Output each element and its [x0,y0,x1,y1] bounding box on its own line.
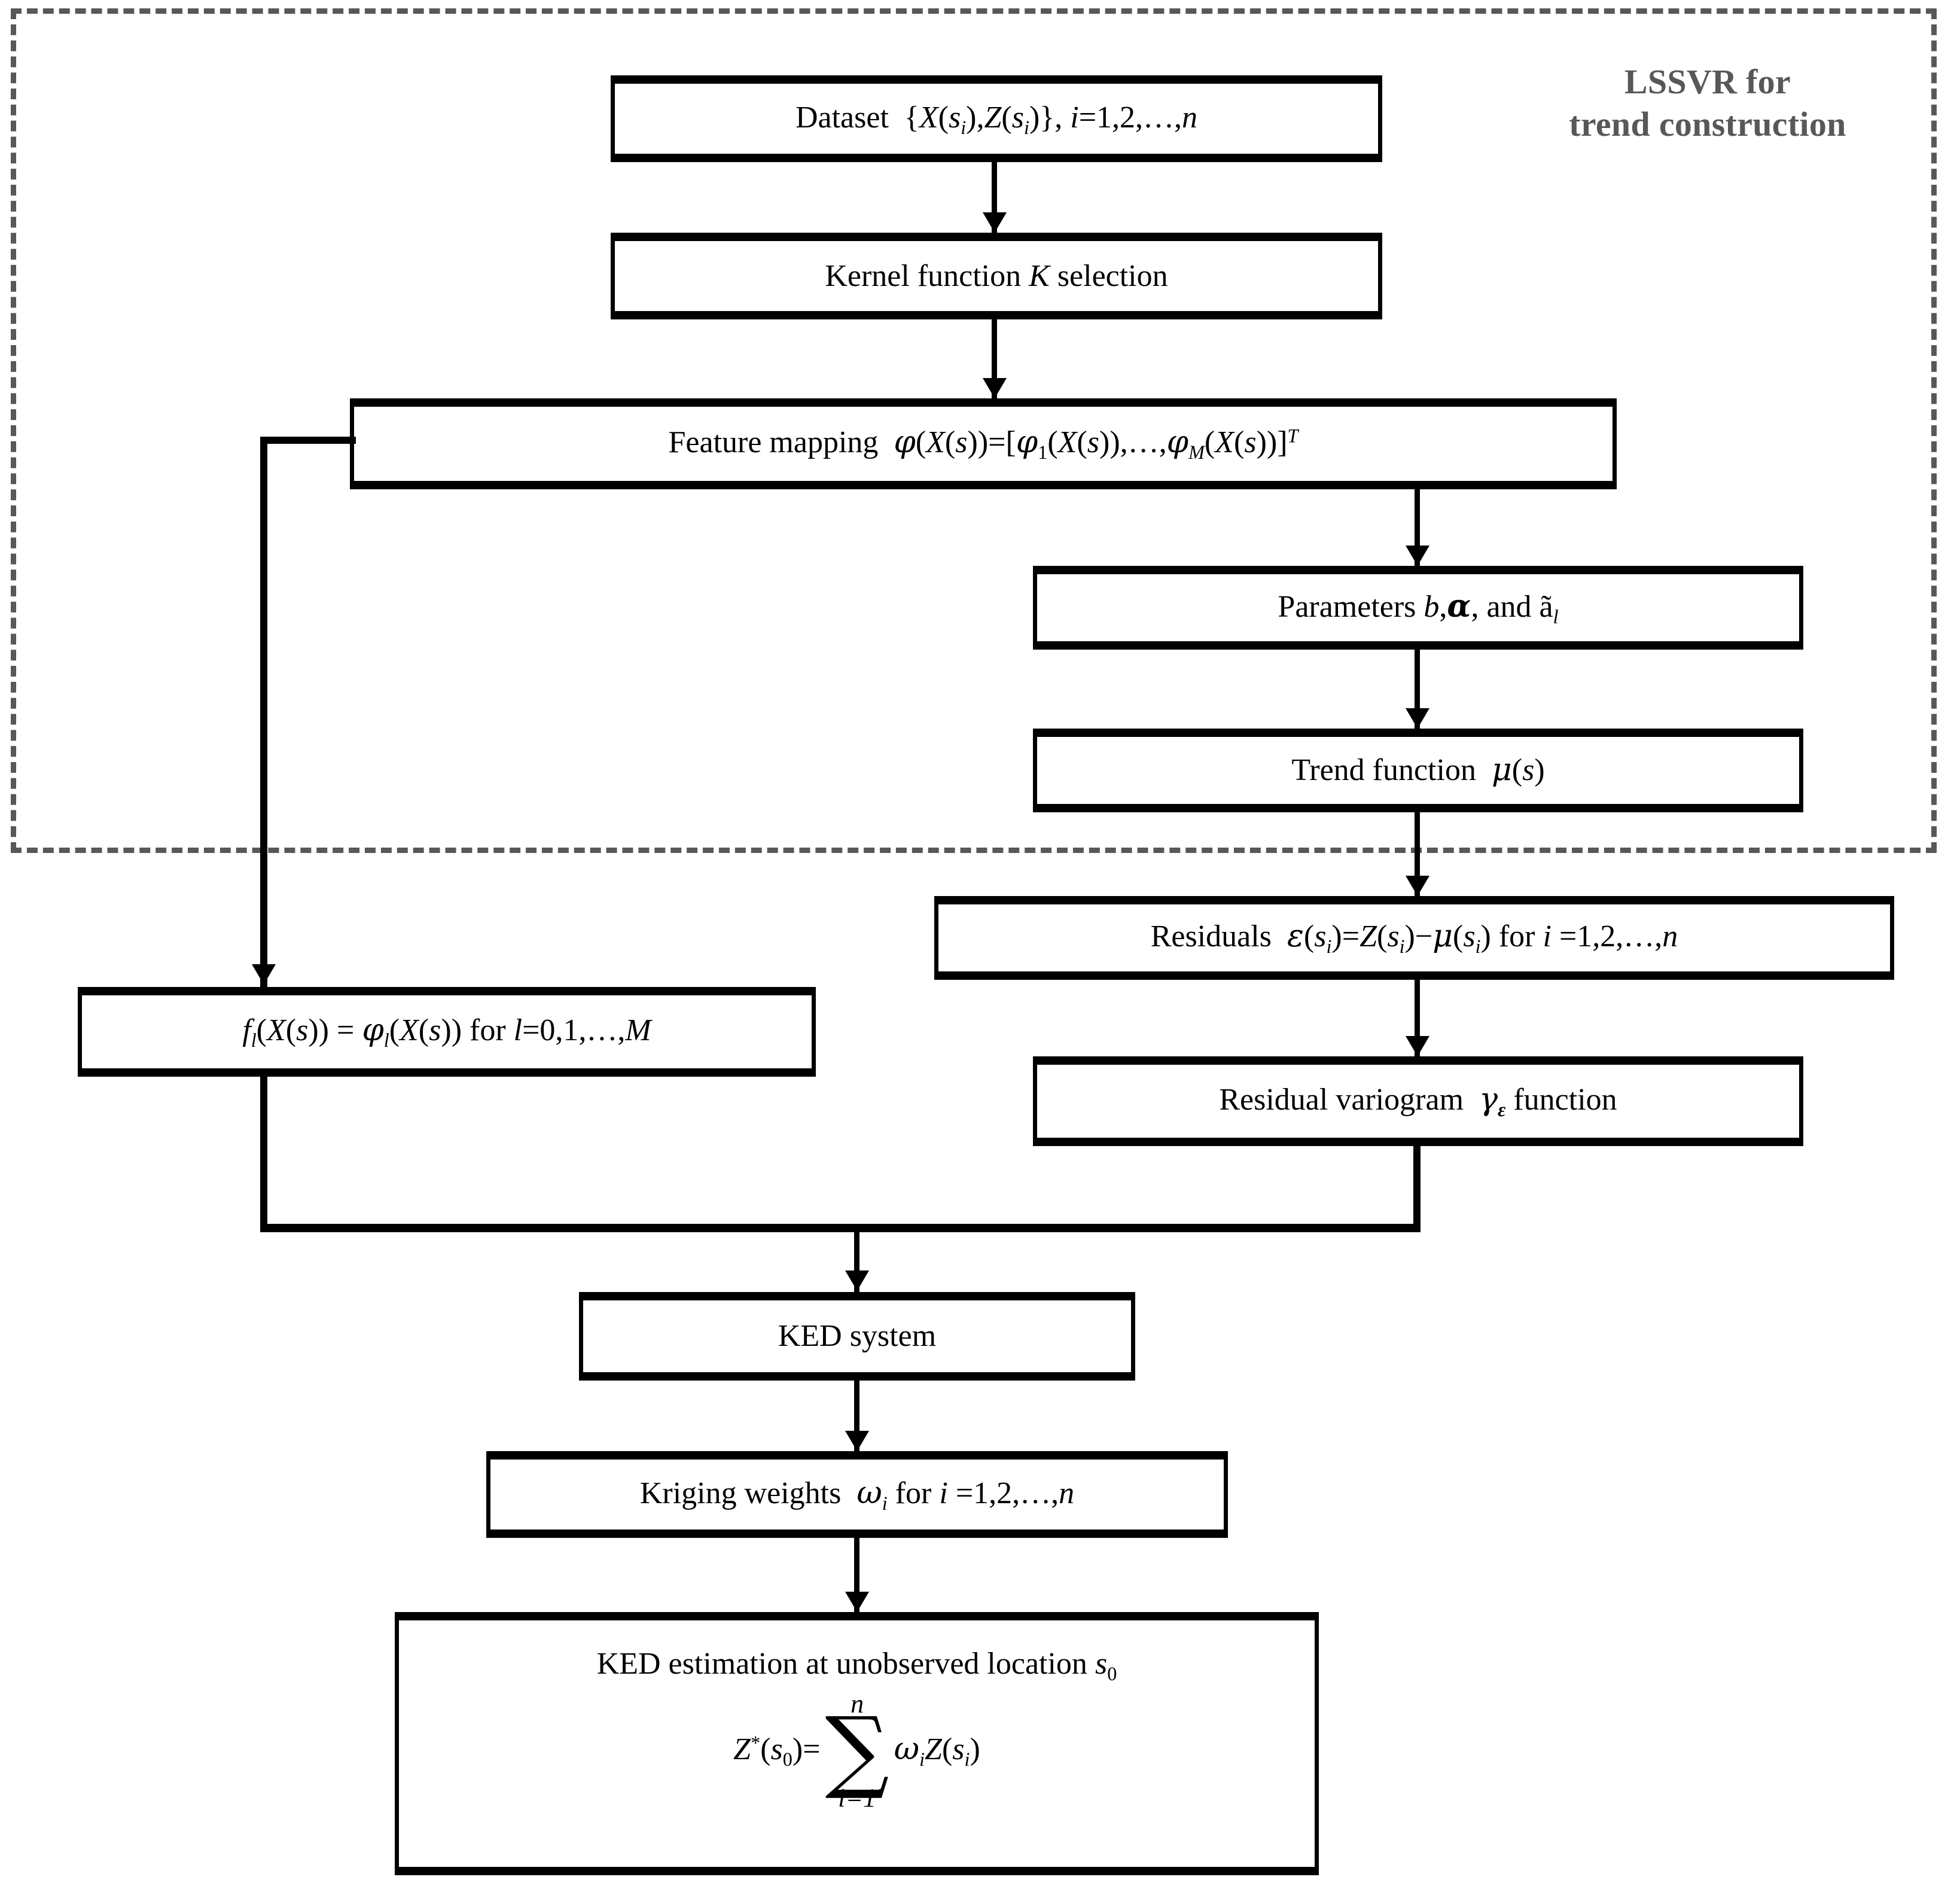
edge-variogram-to-merge-vertical [1413,1146,1421,1231]
edge-ked-system-to-weights-arrow [845,1431,869,1451]
node-residuals[interactable]: Residuals ε(si)=Z(si)−μ(si) for i =1,2,…… [934,896,1894,980]
edge-basis-to-merge-vertical [260,1077,267,1231]
node-ked-estimation[interactable]: KED estimation at unobserved location s0… [395,1612,1319,1875]
edge-merge-to-ked-system-line [854,1224,859,1292]
lssvr-region-title: LSSVR for trend construction [1522,61,1893,146]
node-residual-variogram-label: Residual variogram γε function [1219,1081,1617,1120]
edge-merge-horizontal-bar [260,1224,1421,1232]
edge-merge-to-ked-system-arrow [845,1270,869,1291]
node-basis-functions-label: fl(X(s)) = φl(X(s)) for l=0,1,…,M [242,1012,651,1051]
node-ked-estimation-formula: Z*(s0)= n ∑ i=1 ωiZ(si) [733,1689,980,1812]
formula-lhs: Z*(s0)= [733,1732,821,1771]
edge-feature-to-basis-arrow [252,964,276,985]
summation-lower-limit: i=1 [838,1783,877,1812]
edge-weights-to-estimation-line [854,1538,859,1612]
lssvr-region-title-line1: LSSVR for [1624,62,1791,101]
edge-residuals-to-variogram-line [1415,980,1420,1056]
edge-trend-to-residuals-line [1415,812,1420,896]
node-residual-variogram[interactable]: Residual variogram γε function [1033,1056,1803,1146]
summation-sigma-icon: ∑ [825,1698,889,1802]
node-dataset[interactable]: Dataset {X(si),Z(si)}, i=1,2,…,n [611,75,1382,162]
lssvr-region-boundary [11,8,1937,853]
edge-kernel-to-feature-line [992,319,997,398]
edge-ked-system-to-weights-line [854,1381,859,1451]
node-ked-system-label: KED system [778,1319,937,1354]
node-kernel-selection-label: Kernel function K selection [825,258,1168,293]
node-dataset-label: Dataset {X(si),Z(si)}, i=1,2,…,n [795,100,1198,138]
edge-feature-to-parameters-line [1415,489,1420,566]
node-trend-function-label: Trend function μ(s) [1291,752,1545,788]
node-kernel-selection[interactable]: Kernel function K selection [611,233,1382,319]
node-feature-mapping[interactable]: Feature mapping φ(X(s))=[φ1(X(s)),…,φM(X… [350,398,1617,489]
edge-residuals-to-variogram-arrow [1406,1036,1429,1056]
edge-kernel-to-feature-arrow [983,378,1007,398]
node-kriging-weights[interactable]: Kriging weights ωi for i =1,2,…,n [486,1451,1228,1538]
edge-parameters-to-trend-arrow [1406,708,1429,729]
node-feature-mapping-label: Feature mapping φ(X(s))=[φ1(X(s)),…,φM(X… [668,424,1298,463]
edge-feature-to-basis-vertical [260,437,267,987]
node-ked-system[interactable]: KED system [579,1292,1135,1381]
lssvr-region-title-line2: trend construction [1569,104,1846,144]
node-residuals-label: Residuals ε(si)=Z(si)−μ(si) for i =1,2,…… [1150,918,1678,957]
edge-weights-to-estimation-arrow [845,1592,869,1612]
node-parameters[interactable]: Parameters b,α, and ãl [1033,566,1803,650]
edge-dataset-to-kernel-arrow [983,212,1007,233]
edge-parameters-to-trend-line [1415,650,1420,729]
edge-trend-to-residuals-arrow [1406,876,1429,896]
summation-group: n ∑ i=1 [825,1689,889,1812]
node-parameters-label: Parameters b,α, and ãl [1278,587,1559,627]
formula-rhs: ωiZ(si) [894,1731,980,1771]
summation-upper-limit: n [851,1689,864,1719]
node-ked-estimation-title: KED estimation at unobserved location s0 [596,1647,1117,1684]
node-basis-functions[interactable]: fl(X(s)) = φl(X(s)) for l=0,1,…,M [78,987,816,1077]
edge-dataset-to-kernel-line [992,162,997,233]
node-trend-function[interactable]: Trend function μ(s) [1033,729,1803,812]
edge-feature-to-parameters-arrow [1406,546,1429,566]
node-kriging-weights-label: Kriging weights ωi for i =1,2,…,n [639,1474,1075,1514]
edge-feature-to-basis-horizontal [260,437,356,444]
